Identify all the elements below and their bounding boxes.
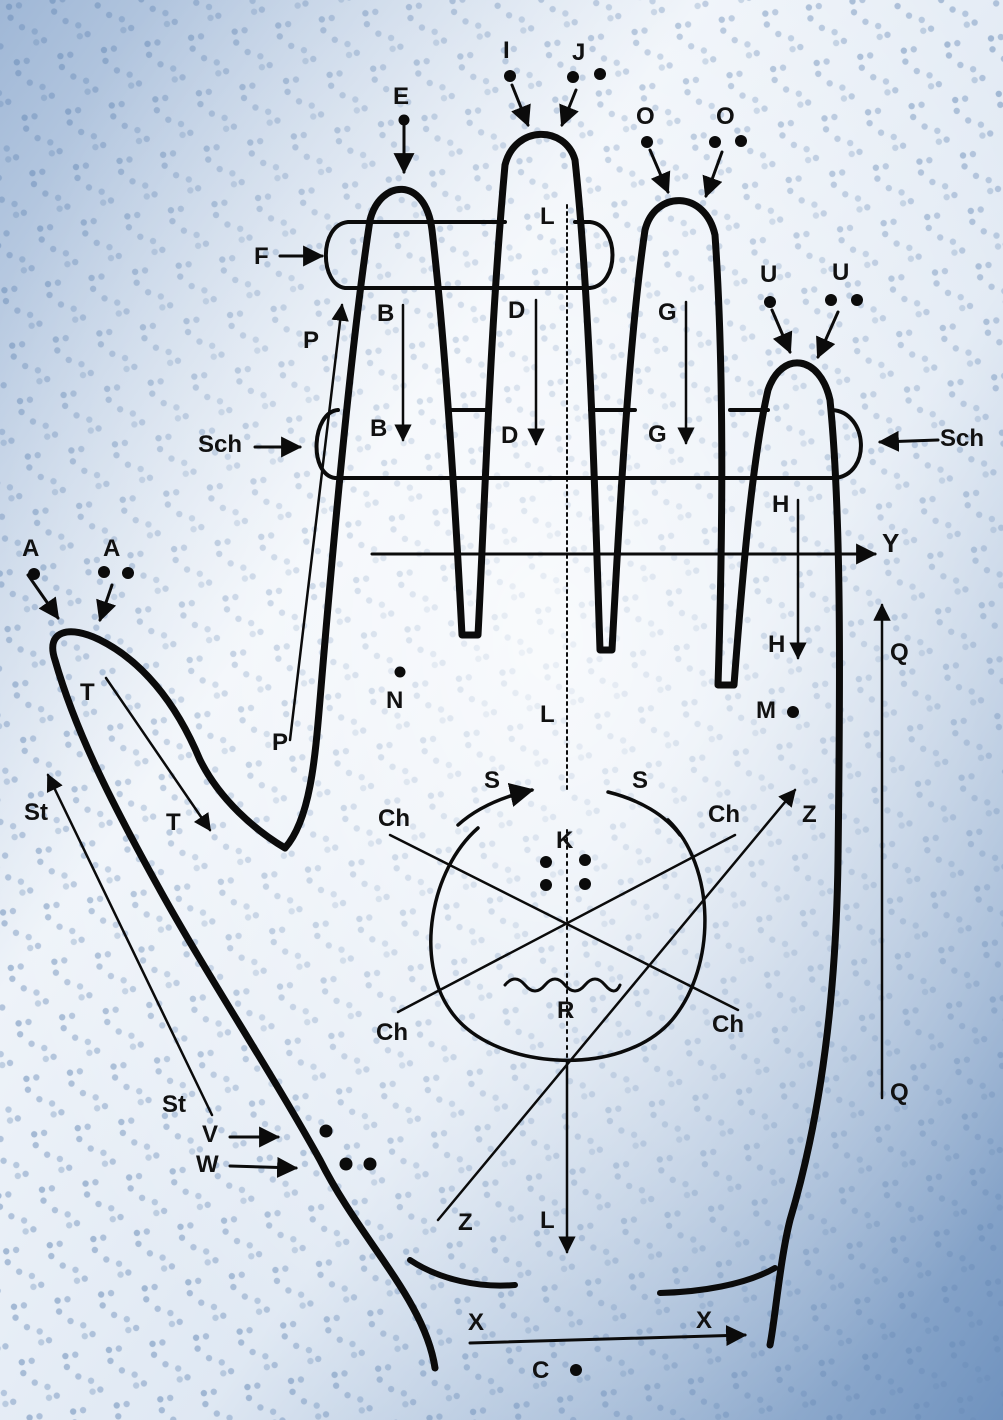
arrow-O-right — [706, 152, 722, 196]
dot-M — [787, 706, 799, 718]
label-Z-top: Z — [802, 801, 817, 828]
label-St-bottom: St — [162, 1091, 186, 1118]
arc-S-left — [458, 790, 532, 825]
arrow-Sch-right — [880, 440, 938, 442]
label-L-bottom: L — [540, 1207, 555, 1234]
label-D-bottom: D — [501, 422, 518, 449]
arrow-A-right — [100, 585, 112, 620]
dot-O-left — [641, 136, 653, 148]
wrist-line-right — [660, 1268, 775, 1293]
label-Y: Y — [882, 528, 899, 558]
arrow-O-left — [650, 150, 668, 192]
label-Z-bottom: Z — [458, 1209, 473, 1236]
arrow-I — [512, 85, 528, 125]
dot-K-4 — [579, 878, 591, 890]
label-Sch-left: Sch — [198, 431, 242, 458]
dot-K-1 — [540, 856, 552, 868]
label-I: I — [503, 37, 510, 64]
arrow-St — [48, 775, 212, 1115]
label-G-bottom: G — [648, 421, 667, 448]
arrow-U-left — [772, 310, 790, 352]
label-B-top: B — [377, 300, 394, 327]
label-U-left: U — [760, 261, 777, 288]
dot-U-right-1 — [825, 294, 837, 306]
dot-K-2 — [579, 854, 591, 866]
arrow-U-right — [818, 312, 838, 357]
label-O-left: O — [636, 103, 655, 130]
label-G-top: G — [658, 299, 677, 326]
label-A-right: A — [103, 535, 120, 562]
label-F: F — [254, 243, 269, 270]
arrow-A-left — [28, 575, 58, 618]
dot-A-right-1 — [98, 566, 110, 578]
label-Ch-bottom-left: Ch — [376, 1019, 408, 1046]
dot-I — [504, 70, 516, 82]
dot-U-left — [764, 296, 776, 308]
label-C: C — [532, 1357, 549, 1384]
label-Sch-right: Sch — [940, 425, 984, 452]
label-T-bottom: T — [166, 809, 181, 836]
label-P-top: P — [303, 327, 319, 354]
label-J: J — [572, 39, 585, 66]
label-V: V — [202, 1121, 218, 1148]
label-Ch-top-left: Ch — [378, 805, 410, 832]
label-S-right: S — [632, 767, 648, 794]
arrow-X — [470, 1335, 745, 1343]
label-B-bottom: B — [370, 415, 387, 442]
dot-O-right-1 — [709, 136, 721, 148]
label-H-top: H — [772, 491, 789, 518]
dot-O-right-2 — [735, 135, 747, 147]
arc-S-right — [608, 792, 680, 835]
dot-E — [399, 115, 410, 126]
label-St-top: St — [24, 799, 48, 826]
label-E: E — [393, 83, 409, 110]
label-X-left: X — [468, 1309, 484, 1336]
dot-A-left — [28, 568, 40, 580]
dot-J-2 — [594, 68, 606, 80]
wrist-line-left — [410, 1260, 515, 1286]
dot-N — [395, 667, 406, 678]
label-N: N — [386, 687, 403, 714]
label-H-bottom: H — [768, 631, 785, 658]
label-A-left: A — [22, 535, 39, 562]
dot-U-right-2 — [851, 294, 863, 306]
wavy-line-R — [505, 979, 620, 991]
arrow-W — [230, 1166, 296, 1168]
dot-A-right-2 — [122, 567, 134, 579]
dot-W-1 — [340, 1158, 353, 1171]
dots — [28, 68, 863, 1376]
arrow-Z — [438, 790, 795, 1220]
label-L-mid: L — [540, 701, 555, 728]
arrow-J — [562, 90, 576, 125]
label-Ch-bottom-right: Ch — [712, 1011, 744, 1038]
hand-outline — [53, 134, 840, 1368]
dot-K-3 — [540, 879, 552, 891]
label-D-top: D — [508, 297, 525, 324]
label-K: K — [556, 827, 574, 854]
label-M: M — [756, 697, 776, 724]
label-S-left: S — [484, 767, 500, 794]
label-Ch-top-right: Ch — [708, 801, 740, 828]
label-Q-top: Q — [890, 639, 909, 666]
label-U-right: U — [832, 259, 849, 286]
label-Q-bottom: Q — [890, 1079, 909, 1106]
label-R: R — [557, 997, 574, 1024]
label-W: W — [196, 1151, 219, 1178]
dot-W-2 — [364, 1158, 377, 1171]
dot-J-1 — [567, 71, 579, 83]
dot-C — [570, 1364, 582, 1376]
arrows — [28, 85, 938, 1343]
label-P-bottom: P — [272, 729, 288, 756]
label-T-top: T — [80, 679, 95, 706]
label-X-right: X — [696, 1307, 712, 1334]
dot-V — [320, 1125, 333, 1138]
label-O-right: O — [716, 103, 735, 130]
label-L-top: L — [540, 203, 555, 230]
